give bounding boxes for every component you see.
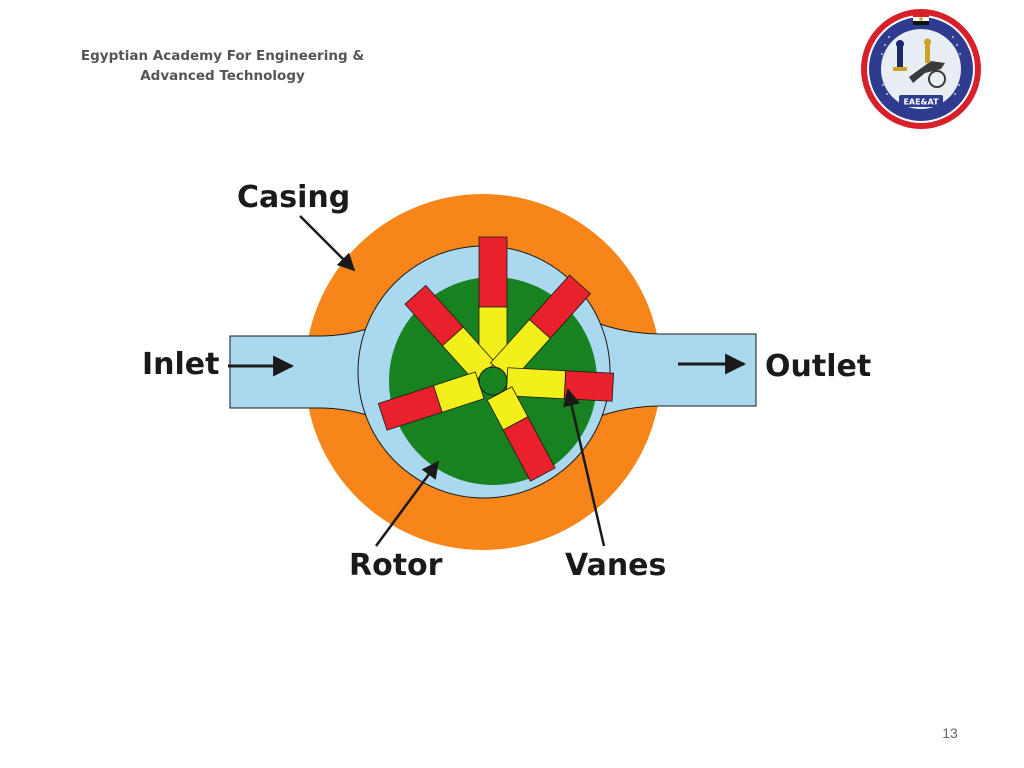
label-rotor: Rotor: [349, 548, 443, 583]
label-casing: Casing: [237, 180, 350, 215]
vane: [505, 367, 614, 402]
inlet-pipe: [229, 327, 371, 417]
outlet-pipe: [599, 323, 757, 417]
institution-title-line1: Egyptian Academy For Engineering &: [80, 48, 365, 64]
academy-logo: EAE&AT: [861, 9, 981, 129]
logo-text: EAE&AT: [903, 98, 939, 107]
label-vanes: Vanes: [565, 548, 666, 583]
vane: [377, 371, 485, 431]
vane-pump-diagram: Casing Inlet Outlet Rotor Vanes: [142, 180, 871, 583]
institution-title: Egyptian Academy For Engineering & Advan…: [80, 46, 365, 86]
institution-title-line2: Advanced Technology: [140, 68, 305, 84]
page-number: 13: [942, 725, 958, 741]
rotor-pointer: [374, 460, 440, 547]
label-inlet: Inlet: [142, 347, 220, 382]
casing-pointer: [299, 215, 356, 272]
logo-figures-icon: [893, 38, 946, 88]
rotor-hub: [478, 366, 508, 396]
vane: [486, 386, 556, 482]
vane: [490, 274, 591, 383]
vanes-pointer: [563, 388, 606, 547]
label-outlet: Outlet: [765, 349, 871, 384]
